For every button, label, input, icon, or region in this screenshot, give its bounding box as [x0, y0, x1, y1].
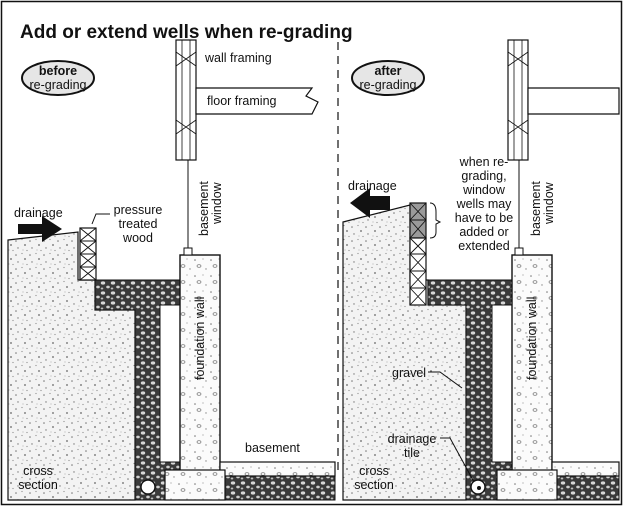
well-note-line1: when re- [459, 155, 509, 169]
well-note: when re- grading, window wells may have … [455, 155, 513, 253]
well-note-line3: window [462, 183, 506, 197]
wood-label-line1: pressure [114, 203, 163, 217]
foundation-wall-label-before: foundation wall [193, 297, 207, 380]
cross-section-label-before-line1: cross [23, 464, 53, 478]
basement-label: basement [245, 441, 300, 455]
badge-after-line2: re-grading [360, 78, 417, 92]
drainage-label-before: drainage [14, 206, 63, 220]
drainage-arrow-before [18, 216, 62, 242]
wood-label-line3: wood [122, 231, 153, 245]
drainage-tile-before [140, 479, 156, 495]
window-well-before [79, 227, 97, 281]
wall-framing-label: wall framing [204, 51, 272, 65]
drainage-arrow-after [350, 188, 390, 218]
foundation-wall-after [511, 254, 553, 478]
badge-after [351, 60, 425, 96]
window-sill-before [183, 247, 193, 256]
panel-before [7, 39, 336, 501]
gravel-leader [428, 371, 463, 389]
well-note-line4: wells may [456, 197, 513, 211]
well-note-line6: added or [459, 225, 508, 239]
drainage-tile-label-line1: drainage [388, 432, 437, 446]
diagram-title: Add or extend wells when re-grading [20, 22, 353, 43]
floor-framing-label: floor framing [207, 94, 277, 108]
cross-section-label-after-line1: cross [359, 464, 389, 478]
cross-section-label-before-line2: section [18, 478, 58, 492]
foundation-wall-label-after: foundation wall [525, 297, 539, 380]
footing-after [496, 469, 558, 501]
wood-leader [91, 213, 110, 225]
soil-before [7, 231, 136, 501]
wood-label-line2: treated [119, 217, 158, 231]
floor-framing-joist-after [527, 87, 620, 115]
badge-before [21, 60, 95, 96]
basement-slab-after [551, 461, 620, 477]
well-note-line2: grading, [461, 169, 506, 183]
tile-leader [440, 437, 475, 483]
panel-after [342, 39, 620, 501]
basement-window-label-before-line1: basement [197, 181, 211, 236]
foundation-wall-before [179, 254, 221, 478]
basement-window-label-after-line2: window [542, 181, 556, 225]
floor-framing-joist-before [195, 87, 319, 115]
window-well-after [409, 202, 442, 306]
badge-before-line2: re-grading [30, 78, 87, 92]
window-sill-after [514, 247, 524, 256]
gravel-label: gravel [392, 366, 426, 380]
drainage-label-after: drainage [348, 179, 397, 193]
basement-window-label-before-line2: window [210, 181, 224, 225]
well-note-line7: extended [458, 239, 509, 253]
wall-framing-before [175, 39, 197, 161]
basement-slab-before [219, 461, 336, 477]
badge-before-line1: before [39, 64, 77, 78]
basement-window-label-after-line1: basement [529, 181, 543, 236]
badge-after-line1: after [374, 64, 401, 78]
drainage-tile-label-line2: tile [404, 446, 420, 460]
footing-before [164, 469, 226, 501]
cross-section-label-after-line2: section [354, 478, 394, 492]
wall-framing-after [507, 39, 529, 161]
well-note-line5: have to be [455, 211, 513, 225]
